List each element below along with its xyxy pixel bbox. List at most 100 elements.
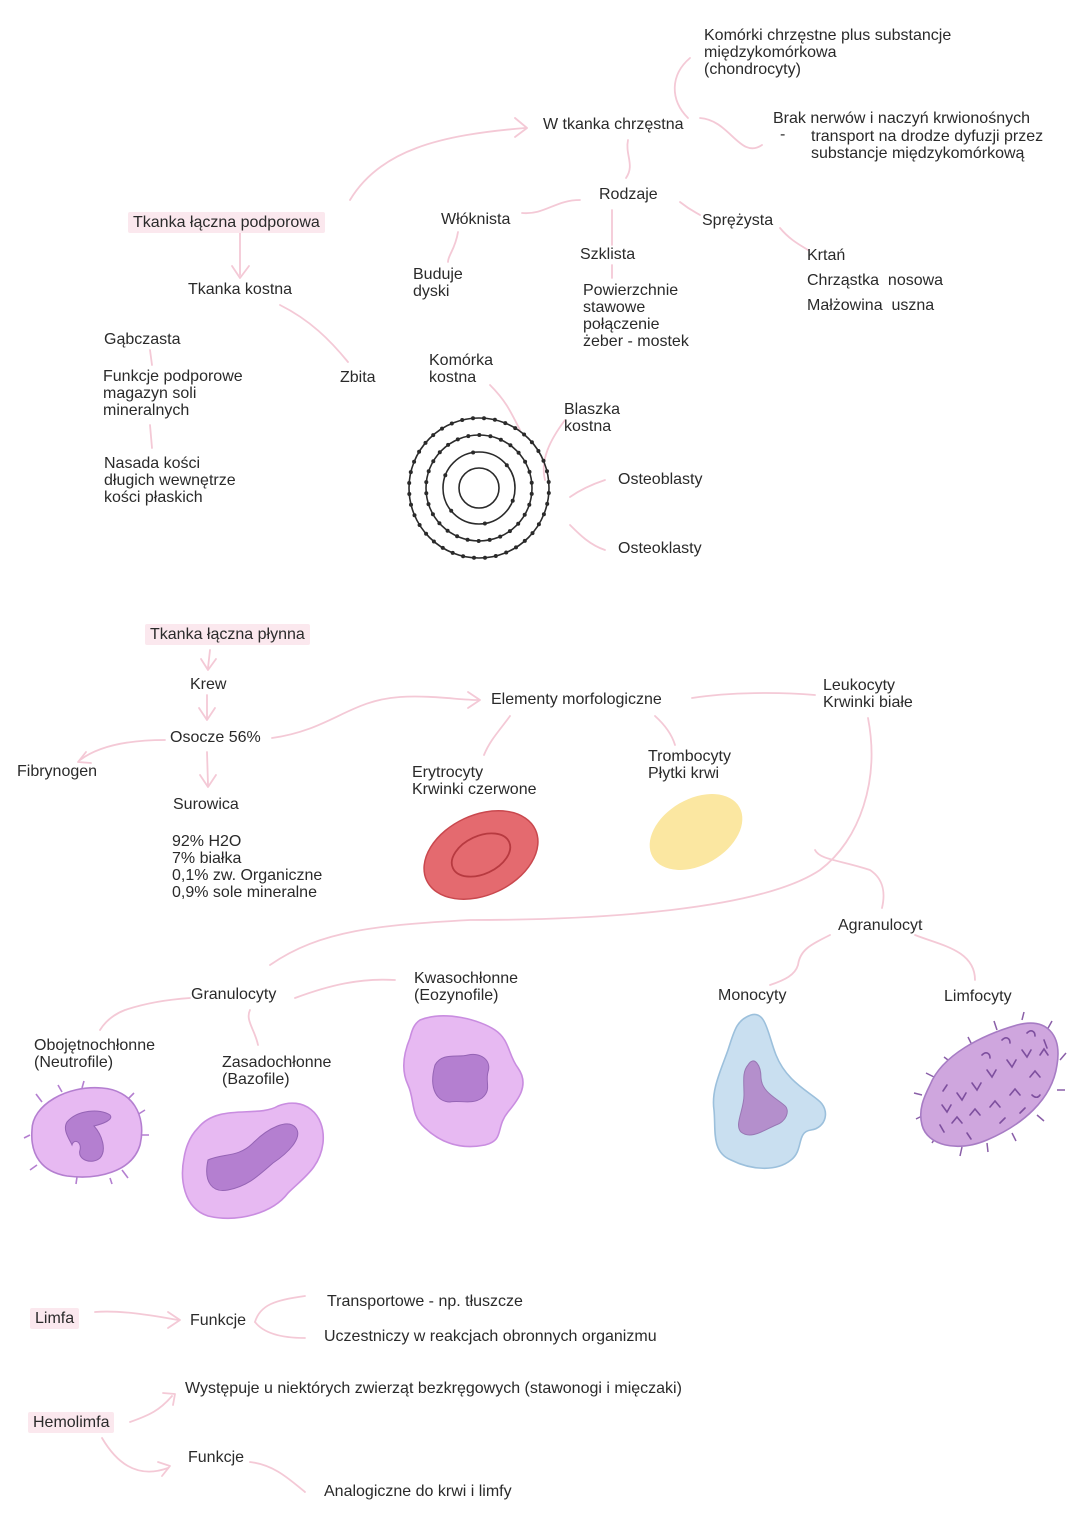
osteon-dot bbox=[423, 440, 428, 445]
osteon-dot bbox=[541, 512, 546, 517]
osteoblasts-label: Osteoblasty bbox=[618, 471, 703, 488]
osteon-dot bbox=[536, 522, 541, 527]
osteon-dot bbox=[424, 491, 429, 496]
osteon-dot bbox=[440, 426, 444, 431]
serum-label: Surowica bbox=[173, 796, 239, 813]
support-tissue-title: Tkanka łączna podporowa bbox=[128, 212, 325, 233]
osteon-dot bbox=[440, 545, 445, 550]
hemolymph-occurs: Występuje u niektórych zwierząt bezkręgo… bbox=[185, 1380, 682, 1397]
erythrocytes-label: Erytrocyty Krwinki czerwone bbox=[412, 764, 537, 798]
cartilage-cells-text: Komórki chrzęstne plus substancje między… bbox=[704, 27, 952, 78]
lymph-functions-label: Funkcje bbox=[190, 1312, 247, 1329]
osteon-dot bbox=[465, 537, 470, 542]
osteon-dot bbox=[546, 480, 551, 484]
osteon-dot bbox=[455, 534, 460, 539]
osteon-dot bbox=[530, 531, 535, 536]
osteon-dot bbox=[417, 523, 422, 527]
osteon-dot bbox=[417, 449, 422, 454]
bone-cell-label: Komórka kostna bbox=[429, 352, 494, 386]
spongy-bone: Gąbczasta bbox=[104, 331, 181, 348]
lymph-transport: Transportowe - np. tłuszcze bbox=[327, 1293, 523, 1310]
osteon-dot bbox=[529, 480, 534, 485]
osteon-dot bbox=[516, 521, 521, 526]
osteon-dot bbox=[492, 417, 497, 422]
osteon-dot bbox=[445, 528, 450, 533]
platelet-drawing bbox=[649, 794, 743, 870]
cartilage-title: W tkanka chrzęstna bbox=[543, 116, 684, 133]
lymph-defense: Uczestniczy w reakcjach obronnych organi… bbox=[324, 1328, 657, 1345]
elastic-example: Krtań bbox=[807, 247, 846, 264]
osteon-dot bbox=[431, 459, 436, 464]
no-vessels-text: Brak nerwów i naczyń krwionośnych bbox=[773, 110, 1030, 127]
osteon-dot bbox=[472, 555, 476, 560]
hemolymph-analogous: Analogiczne do krwi i limfy bbox=[324, 1483, 512, 1500]
monocyte-drawing bbox=[712, 1013, 827, 1170]
lymphocytes-label: Limfocyty bbox=[944, 988, 1012, 1005]
neutrophils-label: Obojętnochłonne (Neutrofile) bbox=[34, 1037, 155, 1071]
fibrous-detail: Buduje dyski bbox=[413, 266, 463, 300]
osteon-dot bbox=[455, 437, 460, 442]
osteon-dot bbox=[460, 418, 465, 422]
osteon-dot bbox=[504, 463, 509, 468]
osteon-dot bbox=[527, 469, 532, 474]
basophils-label: Zasadochłonne (Bazofile) bbox=[222, 1054, 332, 1088]
osteon-dot bbox=[431, 433, 436, 438]
osteon-dot bbox=[437, 450, 442, 455]
osteon-dot bbox=[508, 443, 513, 448]
fibrous-cartilage: Włóknista bbox=[441, 211, 511, 228]
spongy-functions: Funkcje podporowe magazyn soli mineralny… bbox=[103, 368, 243, 419]
osteon-dot bbox=[529, 491, 534, 496]
osteon-dot bbox=[541, 458, 546, 463]
bone-tissue-title: Tkanka kostna bbox=[188, 281, 293, 298]
no-vessels-detail: transport na drodze dyfuzji przez substa… bbox=[811, 128, 1044, 162]
osteon-dot bbox=[522, 538, 527, 543]
eosinophil-drawing bbox=[402, 1015, 524, 1148]
osteon-dot bbox=[424, 531, 429, 536]
elastic-example: Chrząstka nosowa bbox=[807, 272, 944, 289]
granulocytes-label: Granulocyty bbox=[191, 986, 277, 1003]
osteon-dot bbox=[482, 416, 486, 421]
osteon-dot bbox=[430, 512, 435, 517]
osteon-dot bbox=[407, 481, 412, 485]
osteon-dot bbox=[498, 437, 503, 442]
erythrocyte-drawing bbox=[423, 810, 539, 900]
plasma-label: Osocze 56% bbox=[170, 729, 261, 746]
osteon-dot bbox=[426, 469, 431, 474]
hemolymph-label: Hemolimfa bbox=[28, 1412, 115, 1433]
osteon-dot bbox=[449, 421, 454, 426]
fibrinogen-label: Fibrynogen bbox=[17, 763, 98, 780]
osteon-dot bbox=[487, 537, 492, 542]
osteon-dot bbox=[522, 512, 527, 517]
bone-lamella-label: Blaszka kostna bbox=[564, 401, 621, 435]
osteon-dot bbox=[431, 539, 436, 544]
osteon-dot bbox=[545, 469, 549, 474]
osteon-dot bbox=[408, 470, 413, 475]
serum-composition: 92% H2O 7% białka 0,1% zw. Organiczne 0,… bbox=[172, 833, 323, 901]
osteon-dot bbox=[482, 521, 487, 526]
osteon-dot bbox=[516, 450, 521, 455]
hyaline-cartilage: Szklista bbox=[580, 246, 636, 263]
osteon-dot bbox=[522, 432, 527, 437]
osteon-dot bbox=[498, 534, 503, 539]
thrombocytes-label: Trombocyty Płytki krwi bbox=[648, 748, 731, 782]
osteon-dot bbox=[409, 502, 413, 507]
osteon-dot bbox=[424, 480, 429, 485]
lymphocyte-drawing bbox=[913, 1011, 1067, 1157]
osteon-dot bbox=[483, 555, 487, 560]
osteon-dot bbox=[488, 434, 493, 439]
hemolymph-functions-label: Funkcje bbox=[188, 1449, 245, 1466]
osteon-dot bbox=[449, 508, 454, 513]
morphotic-elements: Elementy morfologiczne bbox=[491, 691, 662, 708]
osteon-dot bbox=[513, 426, 518, 431]
osteon-dot bbox=[503, 421, 508, 426]
osteon-dot bbox=[477, 433, 482, 437]
basophil-drawing bbox=[181, 1102, 324, 1220]
osteon-dot bbox=[536, 449, 541, 453]
osteon-dot bbox=[545, 501, 550, 506]
blood-label: Krew bbox=[190, 676, 227, 693]
osteon-dot bbox=[514, 545, 518, 550]
osteon-dot bbox=[476, 539, 481, 543]
hyaline-detail: Powierzchnie stawowe połączenie żeber - … bbox=[583, 282, 689, 350]
osteon-dot bbox=[412, 513, 417, 518]
